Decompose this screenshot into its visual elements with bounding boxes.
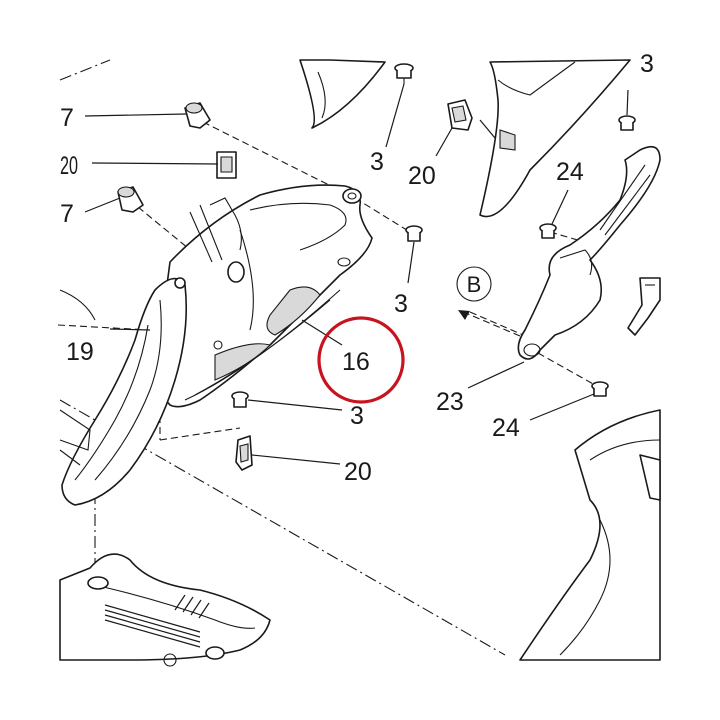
left-frame-fragments [59, 289, 96, 466]
grommet-7-lower [117, 186, 144, 213]
part-19-side-trim [61, 277, 188, 506]
part-16-side-cowl [158, 184, 373, 408]
callout-7-lower: 7 [60, 200, 74, 228]
bottom-plate [59, 553, 271, 667]
screw-24-upper [539, 223, 557, 239]
callout-23: 23 [436, 388, 464, 416]
callout-3-right-edge: 3 [640, 50, 654, 78]
callout-3-mid: 3 [394, 290, 408, 318]
clip-nut-20-upper [216, 151, 237, 179]
callout-3-lower: 3 [350, 402, 364, 430]
right-side-panel [479, 59, 631, 218]
ribbed-texture [104, 594, 210, 648]
callout-20-lower: 20 [344, 458, 372, 486]
screw-3-lower [231, 391, 249, 408]
grommet-7-upper [184, 102, 211, 129]
callout-labels: 7 20 7 19 3 20 3 16 3 20 3 24 23 24 [60, 50, 654, 486]
screw-24-lower [591, 381, 609, 397]
callout-16: 16 [342, 348, 370, 376]
screw-3-top [394, 63, 414, 84]
clip-nut-20-lower [235, 435, 253, 471]
upper-fairing-fragment [299, 59, 386, 129]
callout-24-upper: 24 [556, 158, 584, 186]
callout-20-upper: 20 [60, 152, 78, 180]
clip-nut-20-top [447, 99, 473, 131]
bracket-23 [517, 145, 661, 360]
callout-7-upper: 7 [60, 104, 74, 132]
callout-24-lower: 24 [492, 414, 520, 442]
screw-3-right-edge [618, 115, 636, 131]
leader-lines [84, 83, 629, 465]
screw-3-mid [405, 225, 423, 242]
view-reference-label: B [467, 272, 482, 297]
lower-right-fairing [519, 409, 661, 661]
side-clip [627, 277, 661, 336]
callout-19: 19 [66, 338, 94, 366]
callout-3-top: 3 [370, 148, 384, 176]
callout-20-top: 20 [408, 162, 436, 190]
highlight-circle [317, 316, 405, 404]
view-reference-b: B [456, 266, 521, 337]
